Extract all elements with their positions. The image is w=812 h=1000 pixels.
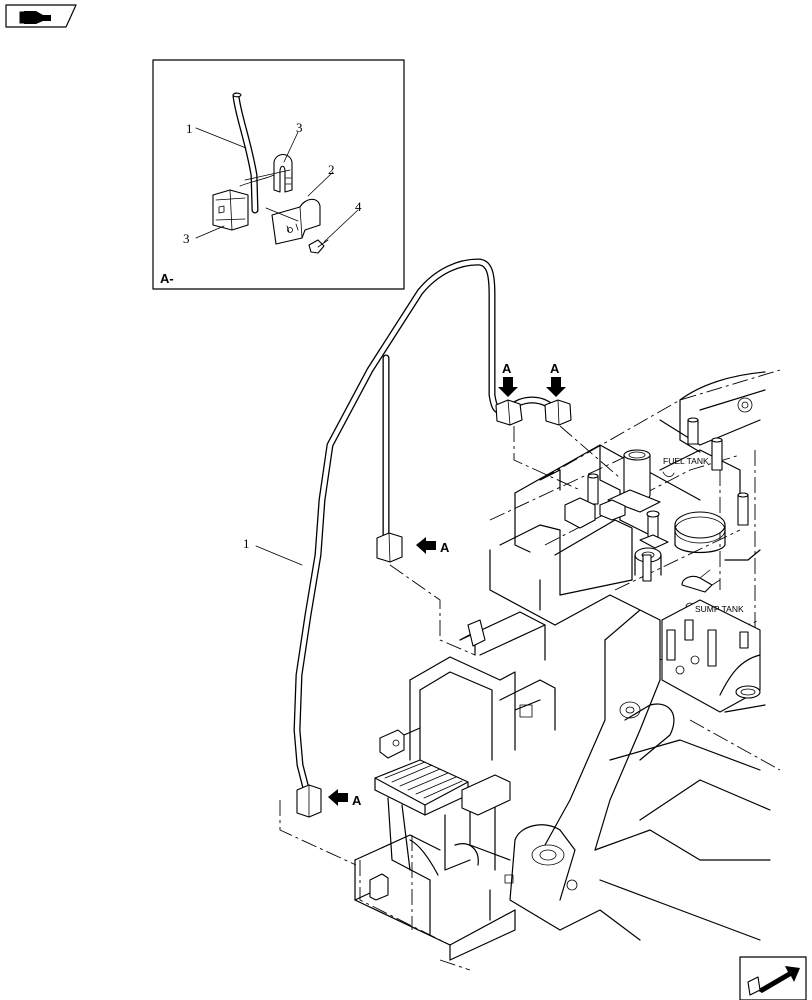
detail-clamp-upper xyxy=(273,153,293,193)
detail-callout-1: 1 xyxy=(186,121,193,136)
detail-bracket xyxy=(271,198,321,245)
next-page-arrow-icon[interactable] xyxy=(739,956,807,1000)
detail-callout-4: 4 xyxy=(355,199,362,214)
cab-frame xyxy=(409,611,556,761)
deck-post-3 xyxy=(711,437,723,471)
svg-text:SUMP TANK: SUMP TANK xyxy=(695,604,744,614)
fuel-tank-label: FUEL TANK xyxy=(662,456,709,478)
sump-tank-label: SUMP TANK xyxy=(695,604,744,614)
pipe-clamp-bottom xyxy=(296,784,322,818)
svg-text:A: A xyxy=(550,361,560,376)
arrow-a-top-right: A xyxy=(546,361,566,397)
svg-text:A: A xyxy=(440,540,450,555)
deck-post-4 xyxy=(737,492,749,526)
sump-tank-cap xyxy=(674,511,726,554)
machine-frame xyxy=(354,371,771,961)
deck-post-1 xyxy=(587,473,599,505)
detail-view-box: 1 2 3 3 4 A- xyxy=(152,59,405,290)
deck-post-2 xyxy=(687,417,699,445)
detail-pipe xyxy=(232,92,259,214)
detail-callout-3-upper: 3 xyxy=(296,120,303,135)
deck-sensor xyxy=(639,510,669,549)
svg-text:FUEL TANK: FUEL TANK xyxy=(663,456,709,466)
arrow-a-middle: A xyxy=(416,537,450,555)
pipe-clamp-middle xyxy=(376,532,403,563)
svg-text:A: A xyxy=(352,793,362,808)
book-arrow-icon[interactable] xyxy=(5,4,77,28)
pipe-clamp-top-left xyxy=(495,399,523,426)
pipe-clamp-top-right xyxy=(544,399,572,426)
arrow-a-top-left: A xyxy=(498,361,518,397)
detail-callout-2: 2 xyxy=(328,162,335,177)
pipe-callout-1: 1 xyxy=(243,536,250,551)
detail-clamp-lower xyxy=(212,189,249,231)
detail-callout-3-lower: 3 xyxy=(183,231,190,246)
detail-caption: A- xyxy=(160,271,174,286)
detail-bolt xyxy=(308,239,329,254)
svg-text:A: A xyxy=(502,361,512,376)
main-pipe xyxy=(293,258,560,804)
fuel-tank-cap xyxy=(607,449,661,513)
arrow-a-bottom: A xyxy=(328,789,362,808)
